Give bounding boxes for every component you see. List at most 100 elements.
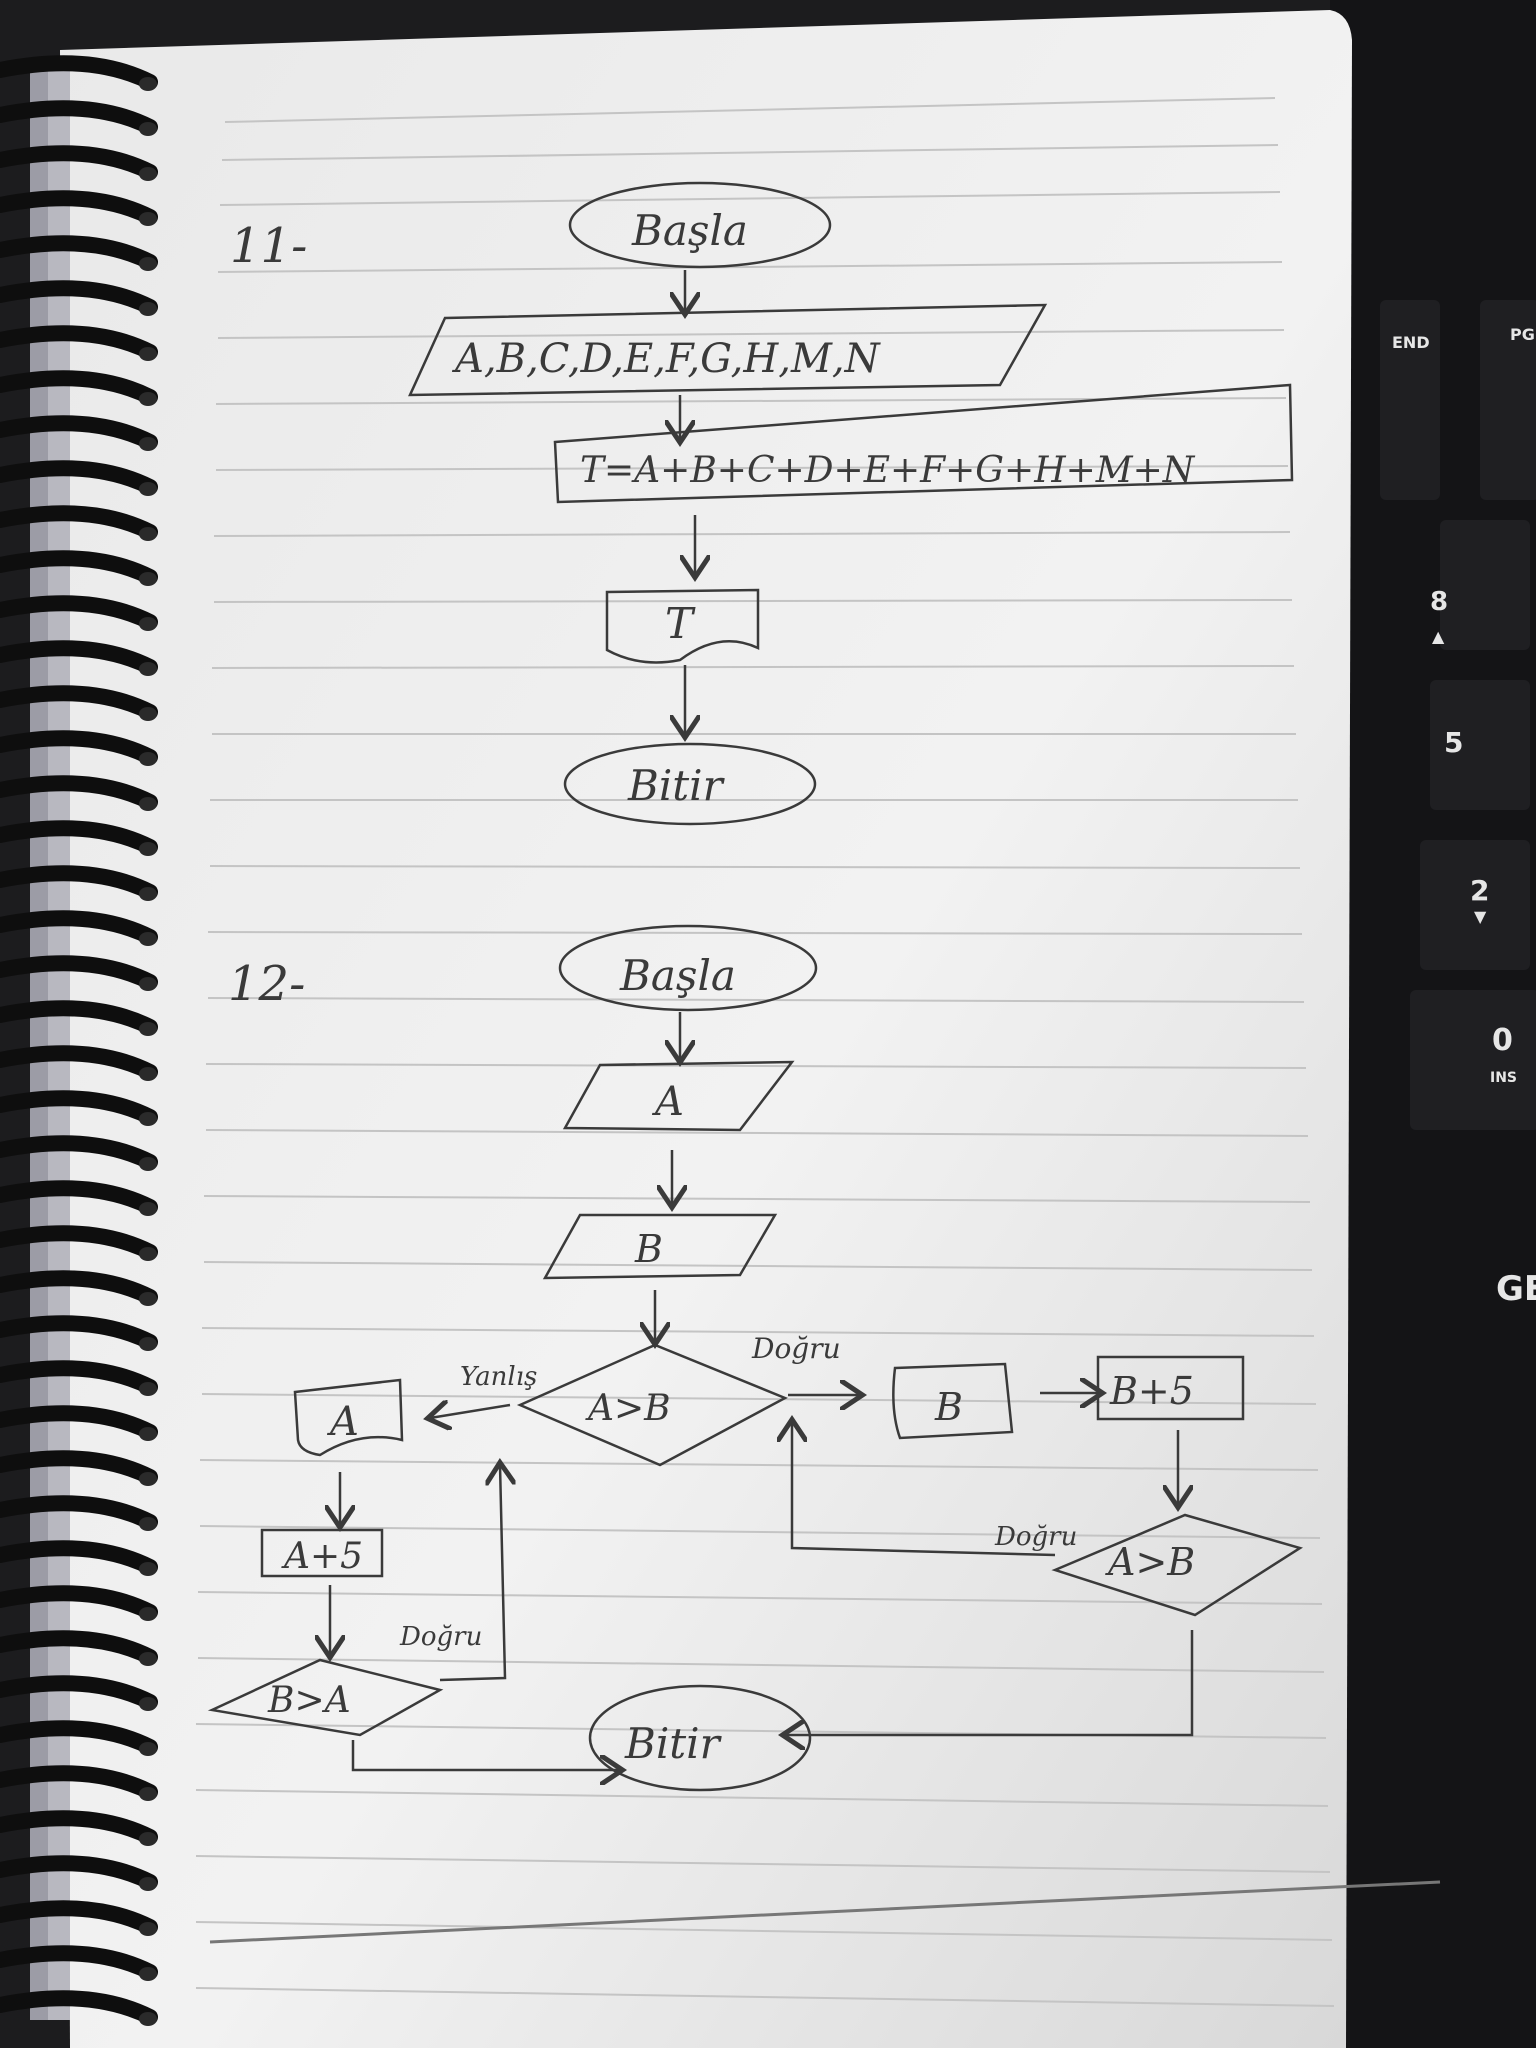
binding-hole [139, 1607, 157, 1621]
false-label: Yanlış [460, 1362, 537, 1392]
binding-hole [139, 1697, 157, 1711]
spiral-coil [0, 1315, 158, 1350]
right-decision [1051, 1513, 1304, 1617]
key-end-label: END [1392, 333, 1430, 352]
right-true-label: Doğru [994, 1522, 1077, 1552]
end-oval-11 [563, 742, 817, 826]
binding-hole [139, 2012, 157, 2026]
spiral-coil [0, 1045, 158, 1080]
input-a-parallelogram [562, 1060, 795, 1132]
spiral-coil [0, 595, 158, 630]
start-oval-11 [568, 181, 832, 269]
spiral-coil [0, 1360, 158, 1395]
process-label-11: T=A+B+C+D+E+F+G+H+M+N [580, 450, 1196, 491]
spiral-coil [0, 1630, 158, 1665]
key-8-label: 8 [1430, 587, 1448, 617]
binding-hole [139, 887, 157, 901]
arrow-up-icon: ▲ [1432, 627, 1445, 646]
spiral-coil [0, 1180, 158, 1215]
key-2-label: 2 [1470, 874, 1489, 907]
spiral-coil [0, 460, 158, 495]
right-output-shape [892, 1362, 1014, 1440]
spiral-coil [0, 145, 158, 180]
process-rect-11 [553, 383, 1294, 504]
arrow-down-icon: ▼ [1474, 907, 1487, 926]
spiral-coil [0, 775, 158, 810]
spiral-coil [0, 1450, 158, 1485]
binding-hole [139, 1157, 157, 1171]
flowchart-11: 11- Başla A,B,C,D,E,F,G,H,M,N T=A+B+C+D+… [230, 181, 1294, 826]
spiral-coil [0, 820, 158, 855]
binding-hole [139, 752, 157, 766]
binding-hole [139, 1337, 157, 1351]
spiral-coil [0, 1135, 158, 1170]
binding-hole [139, 1832, 157, 1846]
binding-hole [139, 1112, 157, 1126]
spiral-coil [0, 415, 158, 450]
spiral-coil [0, 1000, 158, 1035]
spiral-coil [0, 370, 158, 405]
spiral-coil [0, 910, 158, 945]
spiral-coil [0, 280, 158, 315]
left-output-label: A [326, 1399, 359, 1445]
right-process-rect [1096, 1355, 1245, 1421]
spiral-coil [0, 325, 158, 360]
true-label: Doğru [751, 1332, 841, 1365]
output-label-11: T [665, 599, 696, 648]
spiral-coil [0, 1225, 158, 1260]
spiral-coil [0, 1270, 158, 1305]
spiral-coil [0, 1585, 158, 1620]
spiral-coil [0, 505, 158, 540]
left-decision [207, 1658, 444, 1737]
binding-hole [139, 392, 157, 406]
binding-hole [139, 302, 157, 316]
spiral-coil [0, 1945, 158, 1980]
binding-hole [139, 707, 157, 721]
spiral-coil [0, 1765, 158, 1800]
binding-hole [139, 932, 157, 946]
binding-hole [139, 1562, 157, 1576]
decision-main [516, 1343, 788, 1467]
binding-hole [139, 1967, 157, 1981]
end-label-12: Bitir [624, 1719, 723, 1768]
spiral-coil [0, 1540, 158, 1575]
spiral-coil [0, 190, 158, 225]
start-label-12: Başla [619, 951, 736, 1000]
spiral-coil [0, 865, 158, 900]
binding-hole [139, 1652, 157, 1666]
left-process-rect [260, 1528, 384, 1578]
spiral-coil [0, 235, 158, 270]
binding-hole [139, 1382, 157, 1396]
spiral-coil [0, 100, 158, 135]
spiral-coil [0, 640, 158, 675]
binding-hole [139, 527, 157, 541]
input-b-parallelogram [542, 1213, 778, 1280]
binding-hole [139, 1202, 157, 1216]
brand-partial-label: GE G [1496, 1269, 1536, 1309]
input-b-label: B [634, 1227, 663, 1271]
binding-hole [139, 1067, 157, 1081]
binding-hole [139, 212, 157, 226]
binding-hole [139, 842, 157, 856]
input-a-label: A [651, 1079, 684, 1125]
spiral-coil [0, 955, 158, 990]
end-label-11: Bitir [627, 761, 726, 810]
right-process-label: B+5 [1109, 1369, 1194, 1413]
end-oval-12 [588, 1684, 812, 1792]
key-pg-label: PG [1510, 325, 1535, 344]
binding-hole [139, 1517, 157, 1531]
binding-hole [139, 257, 157, 271]
left-output-shape [293, 1378, 404, 1457]
start-oval-12 [558, 924, 818, 1012]
keyboard-labels: END PG 8 ▲ 5 2 ▼ 0 INS GE G [1392, 325, 1536, 1309]
spiral-coil [0, 1675, 158, 1710]
binding-hole [139, 977, 157, 991]
key-ins-label: INS [1490, 1070, 1517, 1086]
binding-hole [139, 1472, 157, 1486]
binding-hole [139, 437, 157, 451]
binding-hole [139, 1922, 157, 1936]
right-output-label: B [934, 1385, 963, 1429]
spiral-coil [0, 1990, 158, 2025]
left-decision-label: B>A [267, 1680, 351, 1721]
key-0-label: 0 [1492, 1023, 1513, 1058]
